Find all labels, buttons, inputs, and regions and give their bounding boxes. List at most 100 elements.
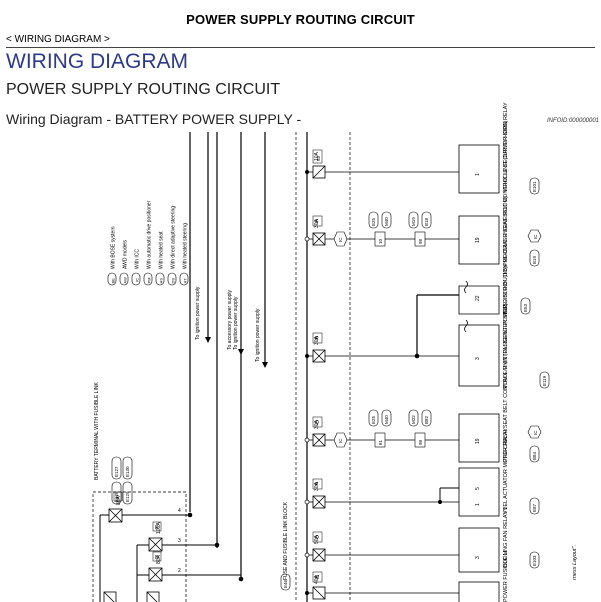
svg-text:Q: Q	[315, 420, 319, 426]
inline-connectors-row2: E25 M40 M22 B82 81 98	[368, 409, 432, 448]
svg-text:R: R	[315, 336, 319, 342]
svg-text:IC: IC	[338, 438, 343, 443]
components	[458, 144, 500, 602]
svg-text:IC: IC	[533, 430, 538, 435]
diagram-title: Wiring Diagram - BATTERY POWER SUPPLY -	[6, 111, 302, 127]
svg-text:With BOSE system: With BOSE system	[111, 226, 117, 269]
svg-text:M22: M22	[411, 415, 416, 424]
svg-text:E: E	[155, 525, 159, 531]
svg-text:2: 2	[178, 568, 181, 574]
legend-item: AW AWD models	[119, 240, 129, 286]
svg-text:IC: IC	[338, 237, 343, 242]
svg-text:IC: IC	[533, 234, 538, 239]
svg-text:IPDM E/R (INTELLIGENT POWER DI: IPDM E/R (INTELLIGENT POWER DISTRIBUTION…	[503, 196, 509, 390]
svg-text:FUSE AND FUSIBLE LINK BLOCK: FUSE AND FUSIBLE LINK BLOCK	[283, 501, 289, 580]
svg-text:M: M	[315, 575, 319, 581]
legend-item: HT With heated steering	[179, 223, 189, 286]
svg-text:AWD models: AWD models	[123, 240, 129, 269]
svg-text:M19: M19	[411, 217, 416, 226]
svg-text:80A: 80A	[116, 495, 122, 505]
section-title: WIRING DIAGRAM	[6, 50, 188, 73]
svg-text:M40: M40	[384, 415, 389, 424]
legend-item: DS With direct adaptive steering	[167, 206, 177, 286]
fusible-link-block: FUSE AND FUSIBLE LINK BLOCK E46	[280, 132, 351, 602]
svg-text:With ICC: With ICC	[135, 249, 141, 269]
svg-text:10A: 10A	[314, 151, 320, 161]
svg-text:E87: E87	[532, 503, 537, 512]
svg-text:100A: 100A	[156, 522, 162, 534]
svg-text:With automatic drive positione: With automatic drive positioner	[147, 200, 153, 269]
svg-text:30A: 30A	[314, 419, 320, 429]
svg-text:O: O	[315, 535, 319, 541]
fuse-row-5	[307, 495, 459, 509]
option-tags: IC IC	[333, 231, 348, 448]
fuse-rows	[307, 165, 459, 600]
legend-item: BE With BOSE system	[107, 226, 117, 286]
ignition-label: To ignition power supply	[255, 308, 261, 362]
svg-text:1: 1	[475, 173, 481, 176]
svg-text:98: 98	[418, 238, 423, 244]
side-note: rness Layout".	[572, 545, 578, 580]
svg-text:E128: E128	[114, 491, 119, 502]
svg-text:COOLING FAN RELAY 1: COOLING FAN RELAY 1	[503, 507, 509, 568]
svg-text:30A: 30A	[314, 218, 320, 228]
fuse-labels: 10A 55 30A S 30A R 30A Q 30A P 50A O 40A…	[312, 149, 323, 584]
svg-text:FUSE BLOCK (J/B): FUSE BLOCK (J/B)	[503, 266, 509, 314]
svg-text:BE: BE	[111, 278, 116, 284]
svg-text:30A: 30A	[314, 335, 320, 345]
svg-text:E130: E130	[125, 466, 130, 477]
fuse-row-3	[307, 349, 459, 363]
svg-text:IC: IC	[135, 278, 140, 282]
svg-text:E53: E53	[523, 303, 528, 312]
svg-text:E127: E127	[114, 466, 119, 477]
svg-text:50A: 50A	[314, 534, 320, 544]
subsection-title: POWER SUPPLY ROUTING CIRCUIT	[6, 81, 281, 98]
svg-text:HS: HS	[159, 278, 164, 284]
info-id: INFOID:000000001	[546, 118, 599, 124]
svg-text:3: 3	[475, 357, 481, 360]
svg-text:98: 98	[418, 439, 423, 445]
jb-branch	[416, 294, 459, 356]
svg-text:PM: PM	[147, 278, 152, 284]
svg-text:With heated seat: With heated seat	[159, 231, 165, 269]
svg-text:E101: E101	[532, 181, 537, 192]
svg-text:30A: 30A	[314, 481, 320, 491]
fuse-row-6	[307, 548, 459, 562]
svg-text:D: D	[155, 555, 159, 561]
svg-text:1: 1	[475, 503, 481, 506]
svg-text:E46: E46	[283, 579, 288, 588]
pin-labels: 4 3 2	[178, 508, 181, 574]
svg-text:POWER FUSIBLE M: POWER FUSIBLE M	[503, 550, 509, 602]
svg-text:19: 19	[475, 237, 481, 243]
svg-text:81: 81	[378, 439, 383, 445]
accessory-label: To accessory power supply	[227, 289, 233, 350]
ignition-labels: To ignition power supply To accessory po…	[195, 286, 261, 362]
svg-text:VEHICLE SECURITY HORN RELAY: VEHICLE SECURITY HORN RELAY	[503, 102, 509, 192]
svg-text:E119: E119	[542, 375, 547, 386]
svg-text:PRE-CRASH SEAT BELT CONTROL UN: PRE-CRASH SEAT BELT CONTROL UNIT (PASSEN…	[503, 303, 509, 462]
svg-text:40A: 40A	[314, 574, 320, 584]
svg-text:B18: B18	[424, 217, 429, 226]
svg-text:E25: E25	[371, 415, 376, 424]
svg-text:VVEL ACTUATOR MOTOR RELAY: VVEL ACTUATOR MOTOR RELAY	[503, 428, 509, 514]
breadcrumb[interactable]: < WIRING DIAGRAM >	[6, 34, 110, 45]
svg-text:S: S	[315, 219, 319, 225]
svg-text:PRE-CRASH SEAT BELT CONTROL UN: PRE-CRASH SEAT BELT CONTROL UNIT (DRIVER…	[503, 120, 509, 266]
svg-text:B84: B84	[532, 451, 537, 460]
legend-item: HS With heated seat	[155, 231, 165, 286]
fuse-row-7	[307, 586, 459, 600]
svg-text:E103: E103	[532, 555, 537, 566]
inline-connectors-row1: E25 M40 M19 B18 10 98	[368, 211, 432, 247]
component-titles: VEHICLE SECURITY HORN RELAY PRE-CRASH SE…	[503, 102, 509, 602]
svg-text:M40: M40	[384, 217, 389, 226]
page-title: POWER SUPPLY ROUTING CIRCUIT	[186, 12, 415, 27]
legend: BE With BOSE system AW AWD models IC Wit…	[107, 200, 189, 286]
ignition-label: To ignition power supply	[195, 286, 201, 340]
legend-item: PM With automatic drive positioner	[143, 200, 153, 286]
svg-text:4: 4	[178, 508, 181, 514]
component-connectors: E101 B19 E53 E119 B84 E87 E103	[520, 177, 550, 569]
svg-text:5: 5	[475, 487, 481, 490]
svg-text:P: P	[315, 482, 319, 488]
svg-text:E129: E129	[125, 491, 130, 502]
legend-item: IC With ICC	[131, 249, 141, 286]
